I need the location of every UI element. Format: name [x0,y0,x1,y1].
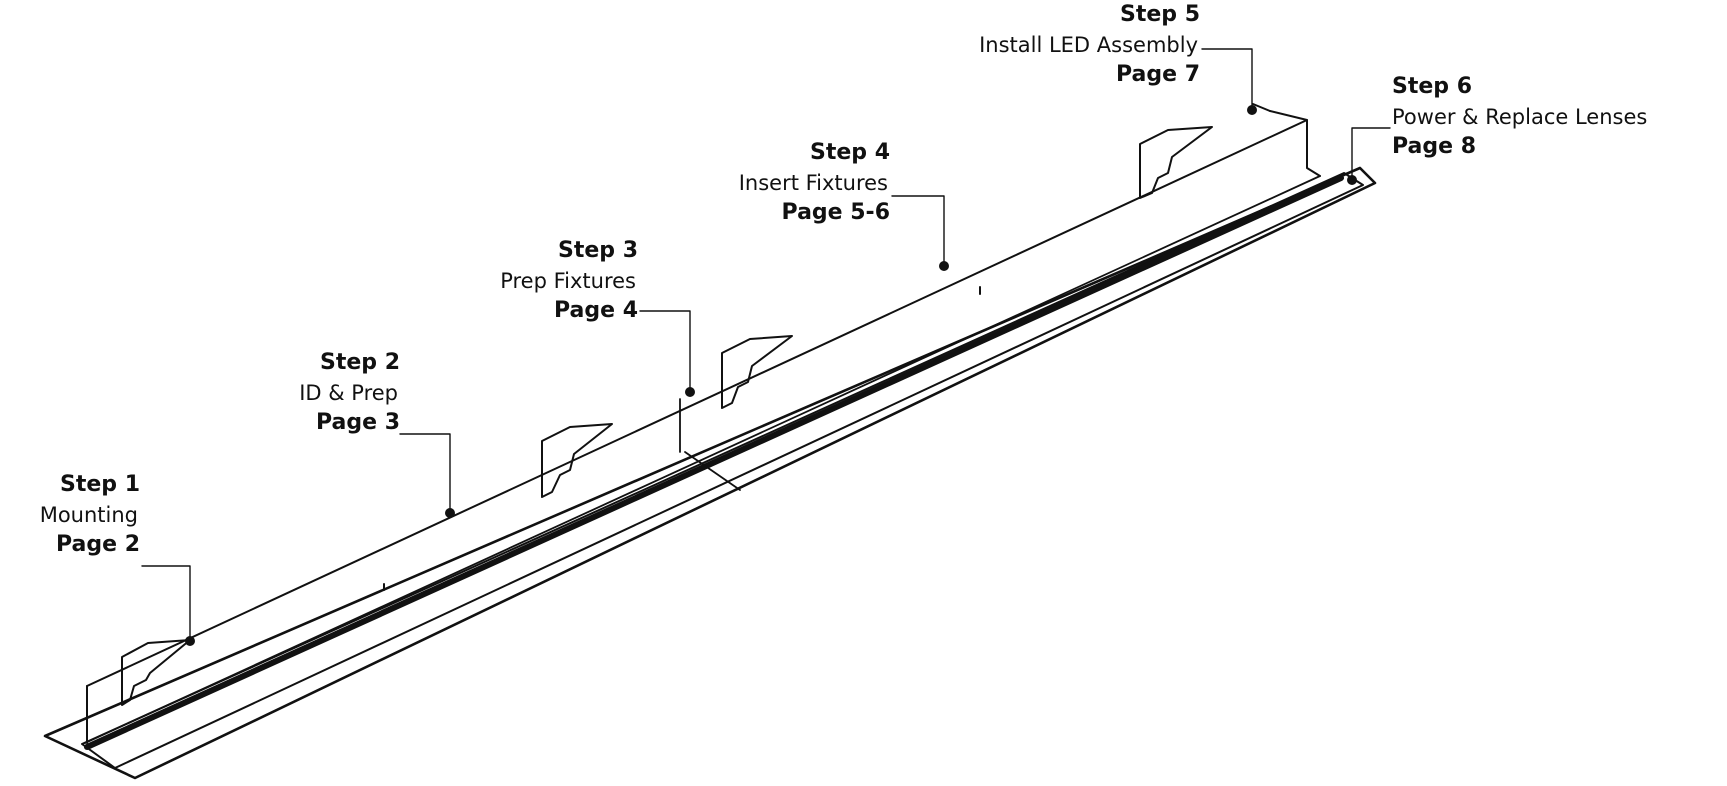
callout-step6: Step 6 Power & Replace Lenses Page 8 [1392,72,1650,162]
page-reference: Page 2 [55,532,140,557]
step-action: Prep Fixtures [500,266,638,296]
step-action: Power & Replace Lenses [1392,102,1650,132]
step-label: Step 4 [810,140,890,165]
page-reference: Page 4 [553,298,638,323]
callout-step5: Step 5 Install LED Assembly Page 7 [979,0,1200,90]
mounting-bracket [1139,126,1213,199]
page-reference: Page 8 [1392,134,1477,159]
housing-lower-edge [84,175,1321,744]
housing-top-edge [86,119,1308,687]
page-reference: Page 5-6 [781,200,890,225]
callout-dot-step2 [445,508,455,518]
callout-dot-step4 [939,261,949,271]
page-reference: Page 3 [315,410,400,435]
housing-right-end [1269,110,1321,177]
callout-dot-step6 [1347,175,1357,185]
leader-line-step1 [141,565,191,641]
outer-flange [43,166,1377,780]
mounting-bracket [541,423,613,498]
callout-step2: Step 2 ID & Prep Page 3 [299,348,400,438]
step-label: Step 5 [1120,2,1200,27]
mounting-bracket [121,639,191,706]
leader-line-step4 [891,195,945,267]
callout-step3: Step 3 Prep Fixtures Page 4 [500,236,638,326]
step-label: Step 1 [60,472,140,497]
leader-line-step6 [1351,127,1391,179]
callout-dots [185,105,1357,646]
housing-right-top [1252,103,1271,112]
step-label: Step 3 [558,238,638,263]
page-reference: Page 7 [1115,62,1200,87]
leader-line-step5 [1201,48,1253,111]
step-action: Mounting [39,500,140,530]
callout-step4: Step 4 Insert Fixtures Page 5-6 [738,138,890,228]
callout-dot-step3 [685,387,695,397]
step-label: Step 2 [320,350,400,375]
callout-dot-step5 [1247,105,1257,115]
leader-line-step3 [639,310,691,393]
callout-dot-step1 [185,636,195,646]
step-action: ID & Prep [299,378,400,408]
callout-step1: Step 1 Mounting Page 2 [39,470,140,560]
leader-line-step2 [399,433,451,514]
lens-edge [84,175,1344,750]
step-action: Install LED Assembly [979,30,1200,60]
step-action: Insert Fixtures [738,168,890,198]
section-joint-flange [684,451,741,491]
mounting-bracket [721,335,793,409]
lens-opening [81,172,1364,769]
step-label: Step 6 [1392,74,1472,99]
fixture-body [43,48,1391,780]
